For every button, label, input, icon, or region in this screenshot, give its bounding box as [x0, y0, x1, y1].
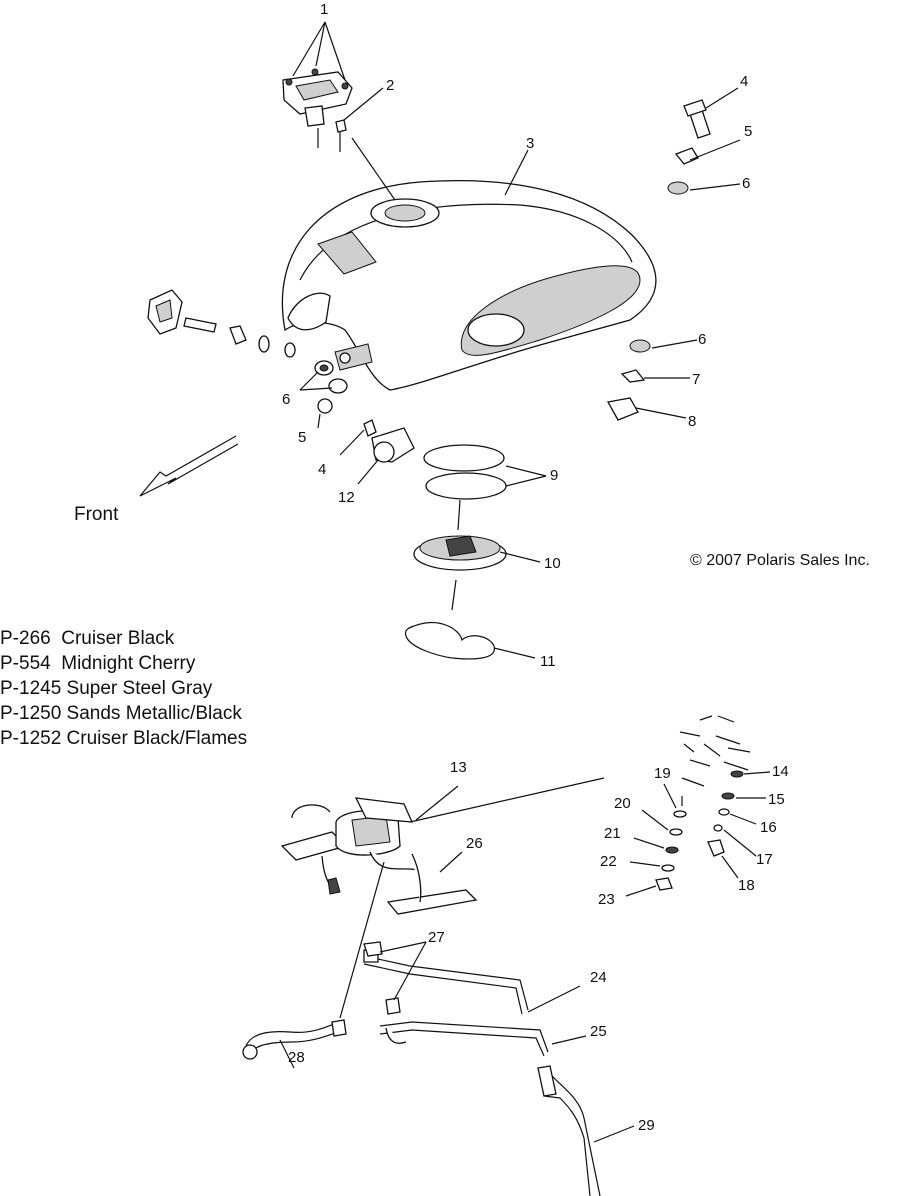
front-direction-label: Front — [74, 504, 119, 525]
mount-bolt-part — [183, 317, 296, 358]
callout-24: 24 — [590, 969, 607, 986]
callout-25: 25 — [590, 1023, 607, 1040]
callout-21: 21 — [604, 825, 621, 842]
copyright-notice: © 2007 Polaris Sales Inc. — [690, 552, 870, 569]
callout-18: 18 — [738, 877, 755, 894]
callout-11: 11 — [540, 653, 556, 670]
callout-14: 14 — [772, 763, 789, 780]
hose-clamp-part-27 — [363, 941, 427, 1015]
fuel-sender-connector-part — [357, 427, 415, 485]
callout-6: 6 — [282, 391, 290, 408]
right-clip-part — [606, 397, 687, 421]
callout-1: 1 — [320, 1, 328, 18]
fuel-pump-flange-part — [413, 499, 541, 611]
paint-color-code-list: P-266 Cruiser Black P-554 Midnight Cherr… — [0, 626, 247, 751]
color-code-item: P-1252 Cruiser Black/Flames — [0, 728, 248, 749]
right-washer-part — [674, 139, 741, 165]
callout-6: 6 — [742, 175, 750, 192]
callout-16: 16 — [760, 819, 777, 836]
right-nut-part — [620, 369, 690, 383]
callout-29: 29 — [638, 1117, 655, 1134]
pump-bracket-part — [386, 851, 478, 915]
fuel-hose-part-29 — [537, 1065, 635, 1196]
gasket-parts — [423, 444, 547, 500]
right-grommet-part-mid — [629, 339, 698, 353]
callout-26: 26 — [466, 835, 483, 852]
callout-6: 6 — [698, 331, 706, 348]
callout-20: 20 — [614, 795, 631, 812]
callout-4: 4 — [740, 73, 748, 90]
callout-28: 28 — [288, 1049, 305, 1066]
retaining-ring-part — [404, 621, 536, 660]
grommet-parts-left — [299, 360, 377, 456]
right-bolt-part — [683, 87, 739, 139]
color-code-item: P-554 Midnight Cherry — [0, 653, 196, 674]
tank-mount-bracket-part — [147, 289, 183, 335]
sender-small-parts — [625, 715, 771, 897]
callout-19: 19 — [654, 765, 671, 782]
callout-3: 3 — [526, 135, 534, 152]
callout-7: 7 — [692, 371, 700, 388]
fuel-tank-part — [281, 137, 657, 391]
callout-13: 13 — [450, 759, 467, 776]
fuel-hose-part-28 — [242, 861, 385, 1069]
callout-27: 27 — [428, 929, 445, 946]
callout-22: 22 — [600, 853, 617, 870]
callout-23: 23 — [598, 891, 615, 908]
callout-9: 9 — [550, 467, 558, 484]
fuel-pump-assembly-part — [280, 777, 605, 895]
front-arrow-icon — [139, 435, 239, 497]
callout-4: 4 — [318, 461, 326, 478]
callout-5: 5 — [744, 123, 752, 140]
callout-8: 8 — [688, 413, 696, 430]
callout-5: 5 — [298, 429, 306, 446]
callout-17: 17 — [756, 851, 773, 868]
fuel-cap-part — [282, 68, 353, 148]
color-code-item: P-1245 Super Steel Gray — [0, 678, 213, 699]
callout-2: 2 — [386, 77, 394, 94]
fuel-line-part-25 — [379, 1021, 587, 1057]
callout-12: 12 — [338, 489, 355, 506]
color-code-item: P-1250 Sands Metallic/Black — [0, 703, 242, 724]
callout-15: 15 — [768, 791, 785, 808]
screw-part — [335, 87, 384, 152]
color-code-item: P-266 Cruiser Black — [0, 628, 175, 649]
right-grommet-part-top — [667, 181, 741, 195]
callout-labels: 1 2 3 4 5 6 6 7 8 6 5 4 12 9 10 11 13 14… — [282, 1, 789, 1134]
callout-leader-1 — [292, 21, 346, 81]
callout-10: 10 — [544, 555, 561, 572]
